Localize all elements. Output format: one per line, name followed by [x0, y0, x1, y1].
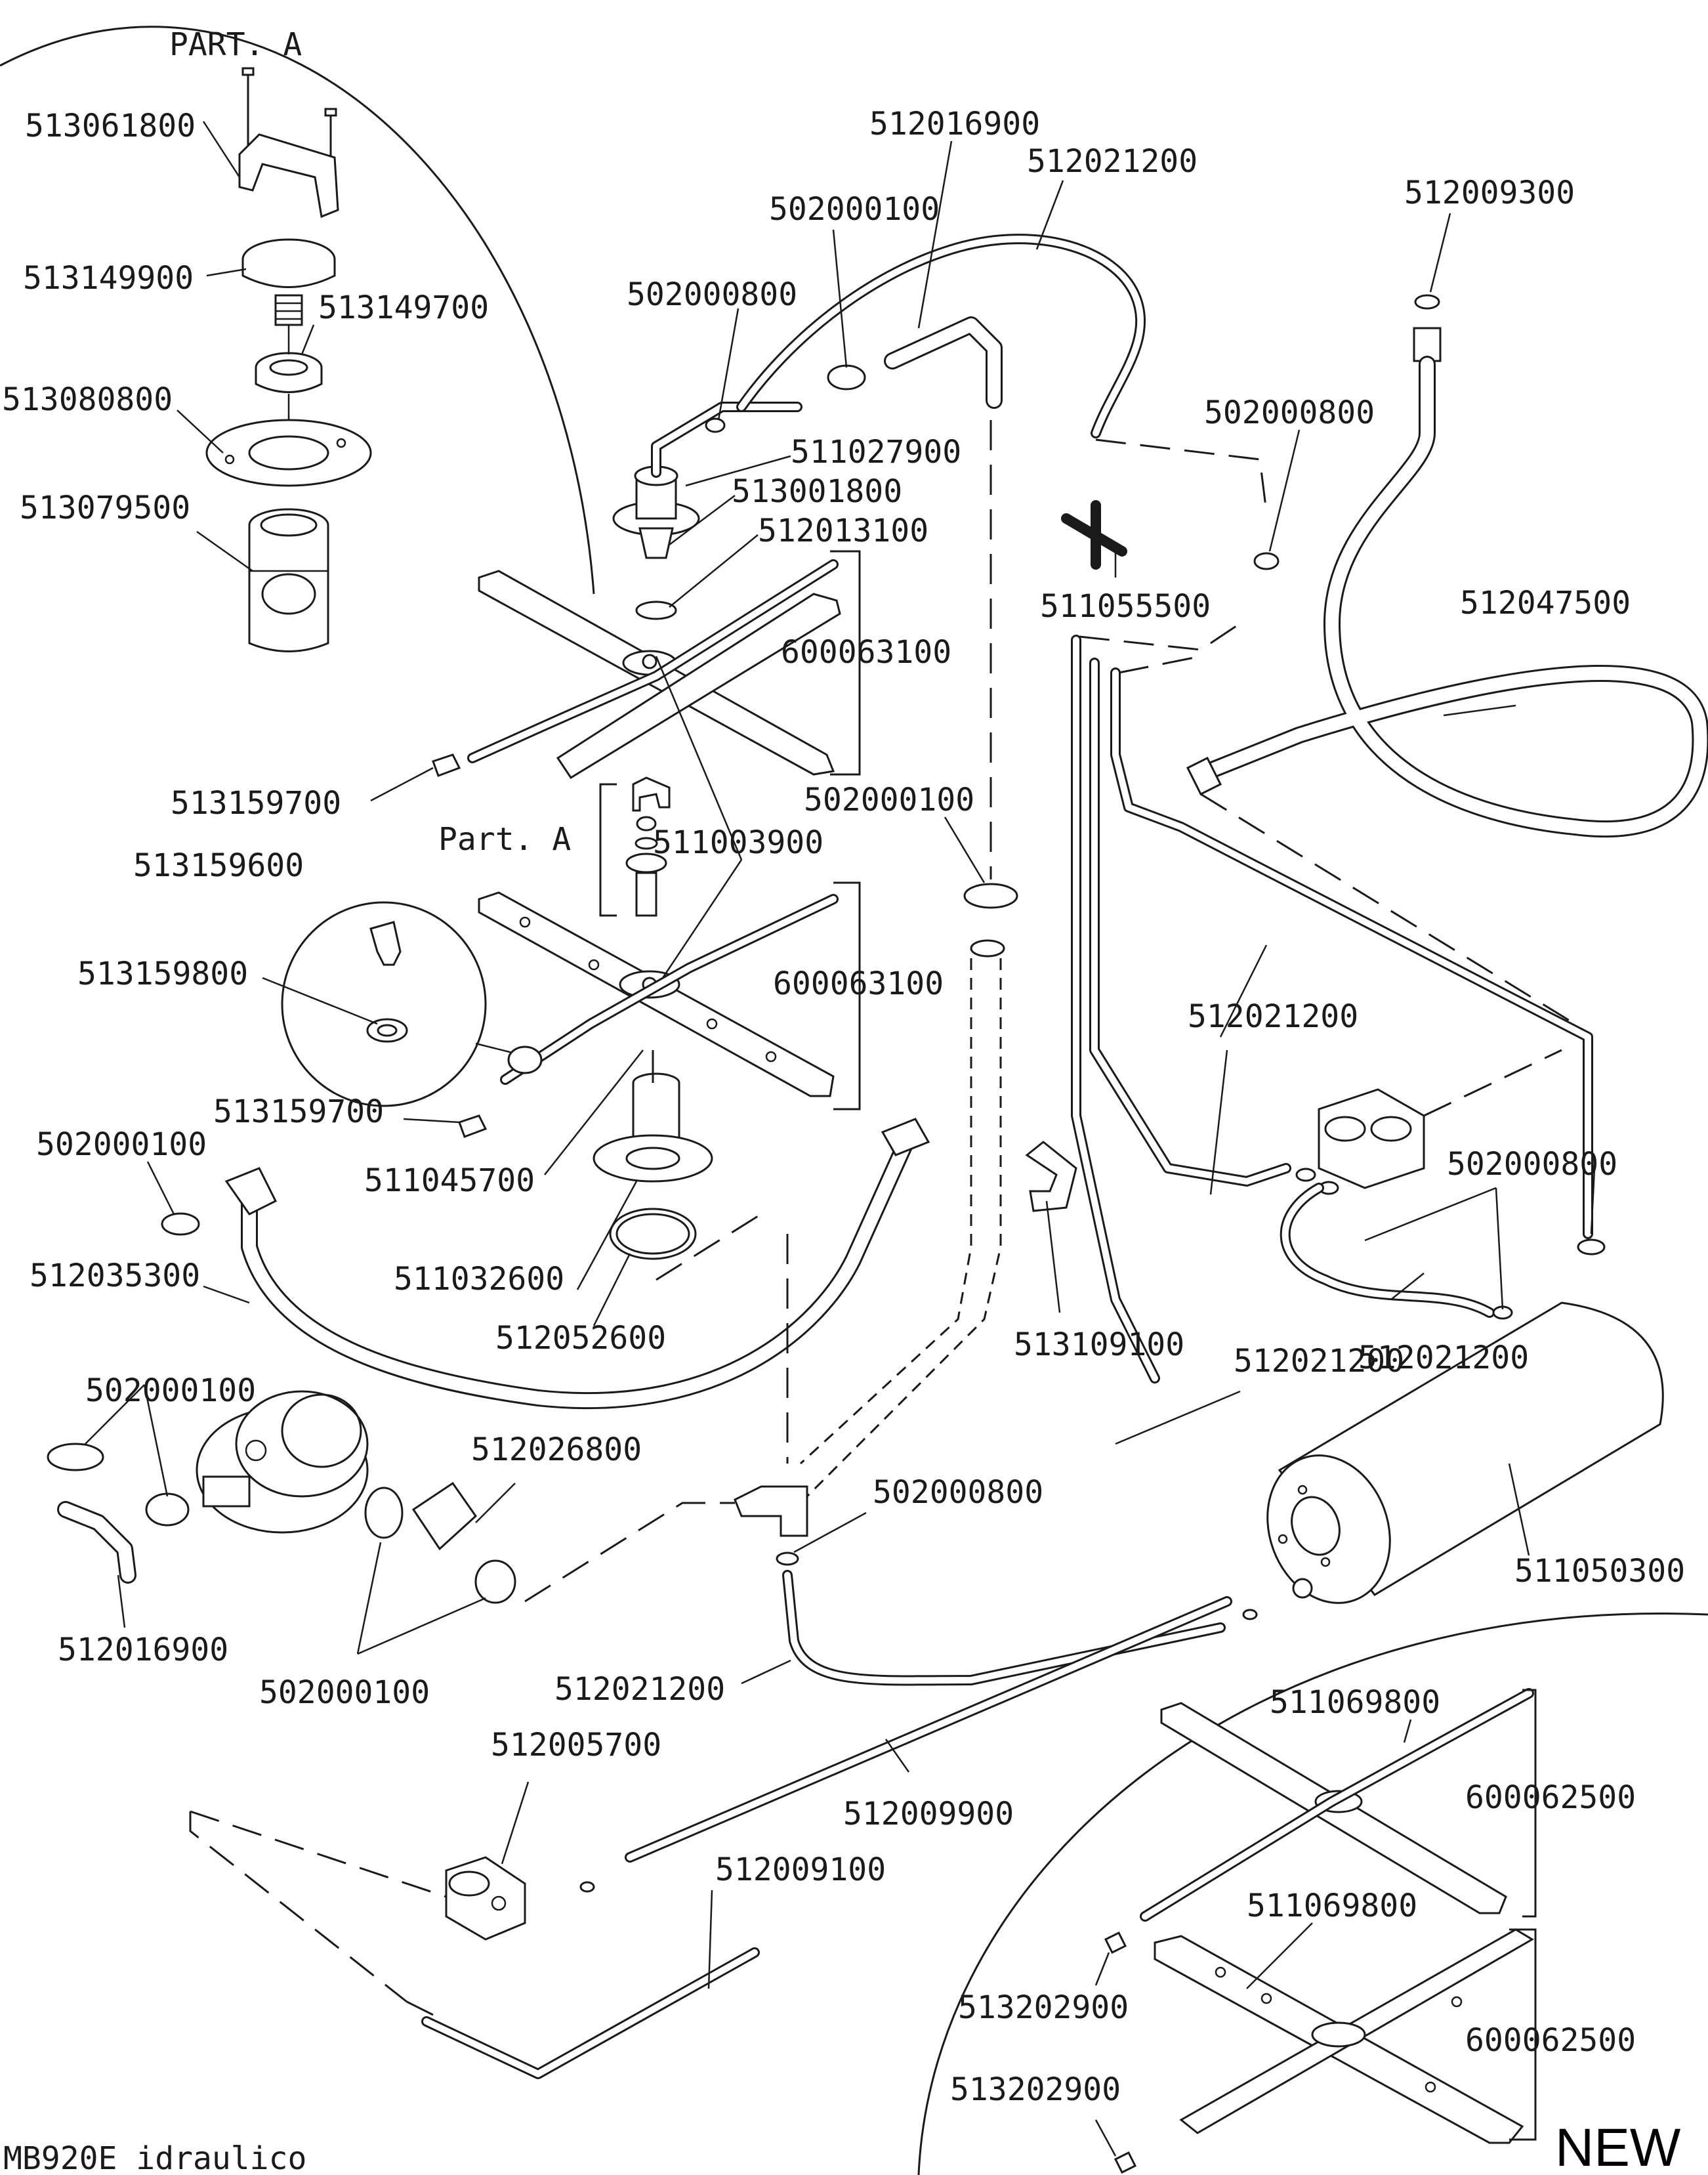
upper-spray-arm	[467, 402, 861, 780]
tank-511050300	[1266, 1301, 1664, 1604]
footer-filename: MB920E_idraulico	[3, 2140, 306, 2175]
vertical-hose	[799, 883, 1018, 1498]
label-511055500: 511055500	[1040, 588, 1211, 625]
clamp-left	[161, 1212, 200, 1236]
supply-hose	[1186, 294, 1708, 1025]
hoses-512021200	[1071, 622, 1593, 1383]
label-511003900: 511003900	[653, 824, 823, 861]
label-513202900-b: 513202900	[950, 2071, 1121, 2108]
leader-lines	[85, 121, 1596, 2157]
label-512009300: 512009300	[1404, 175, 1575, 211]
new-spray-arm-upper	[1140, 1688, 1537, 1922]
label-512021200-mid: 512021200	[1188, 998, 1358, 1035]
label-600063100-b: 600063100	[773, 965, 944, 1002]
clip-513109100	[1025, 1141, 1077, 1212]
pump-connector-512026800	[364, 1481, 735, 1604]
cross-connector	[1061, 500, 1127, 570]
label-513159700-b: 513159700	[213, 1093, 384, 1130]
part-a-header: PART. A	[169, 26, 302, 63]
label-513001800: 513001800	[732, 473, 902, 510]
label-502000800-tee: 502000800	[873, 1474, 1043, 1511]
label-502000800-right: 502000800	[1204, 394, 1375, 431]
nozzle-lower	[458, 1114, 488, 1138]
label-511069800-a: 511069800	[1270, 1684, 1440, 1721]
label-511050300: 511050300	[1514, 1553, 1685, 1590]
label-600063100-a: 600063100	[781, 634, 951, 671]
elbow-512016900	[47, 1443, 190, 1584]
new-parts-circle	[917, 1613, 1708, 2175]
part-a-small-stack	[599, 776, 671, 917]
label-512016900-bottom: 512016900	[58, 1632, 228, 1668]
label-513159600: 513159600	[133, 847, 304, 884]
part-a-circle	[0, 26, 595, 595]
label-513080800: 513080800	[2, 381, 173, 418]
label-512009900: 512009900	[843, 1796, 1014, 1832]
label-502000100-bottom: 502000100	[259, 1674, 430, 1711]
label-512013100: 512013100	[758, 513, 928, 549]
label-512035300: 512035300	[30, 1257, 200, 1294]
label-511045700: 511045700	[364, 1162, 535, 1199]
label-512021200-tank: 512021200	[1234, 1343, 1404, 1380]
solenoid-valve	[1280, 1049, 1606, 1320]
new-badge: NEW	[1555, 2118, 1681, 2175]
label-513149900: 513149900	[23, 260, 194, 297]
label-512021200-bottom: 512021200	[554, 1671, 725, 1708]
label-502000100-top: 502000100	[769, 191, 940, 228]
tube-512009100	[421, 1947, 760, 2079]
label-513159800: 513159800	[77, 956, 248, 992]
label-512026800: 512026800	[471, 1431, 642, 1468]
label-511027900: 511027900	[791, 434, 961, 471]
label-502000100-pump: 502000100	[85, 1372, 256, 1409]
label-513149700: 513149700	[318, 289, 489, 326]
wash-pump	[196, 1390, 369, 1534]
drain-hose-512035300	[224, 1118, 930, 1410]
label-512009100: 512009100	[715, 1851, 886, 1888]
lower-spray-arm	[478, 881, 861, 1260]
drain-pump-512005700	[189, 1596, 1258, 2016]
label-600062500-b: 600062500	[1465, 2022, 1636, 2059]
label-513109100: 513109100	[1014, 1326, 1184, 1363]
tee-connector	[656, 1213, 1226, 1686]
label-511069800-b: 511069800	[1247, 1888, 1417, 1924]
label-502000100-left: 502000100	[36, 1126, 207, 1163]
label-512016900-top: 512016900	[869, 106, 1040, 142]
label-512052600: 512052600	[495, 1320, 666, 1357]
label-502000100-mid: 502000100	[804, 782, 974, 818]
label-600062500-a: 600062500	[1465, 1779, 1636, 1816]
label-513079500: 513079500	[20, 490, 190, 526]
label-513159700-a: 513159700	[171, 785, 341, 822]
label-511032600: 511032600	[394, 1261, 564, 1298]
label-502000800-valve: 502000800	[1447, 1146, 1617, 1183]
label-512047500: 512047500	[1460, 585, 1631, 622]
label-512005700: 512005700	[491, 1727, 661, 1763]
part-a-side-label: Part. A	[438, 821, 571, 858]
part-a-assembly	[205, 67, 372, 652]
nozzle-upper	[432, 753, 461, 777]
label-512021200-valve: 512021200	[1358, 1340, 1529, 1376]
label-512021200-top: 512021200	[1027, 143, 1198, 180]
label-513202900-a: 513202900	[958, 1989, 1129, 2026]
label-513061800: 513061800	[25, 108, 196, 144]
nozzle-detail-circle	[281, 901, 543, 1107]
label-502000800-top: 502000800	[627, 276, 797, 313]
